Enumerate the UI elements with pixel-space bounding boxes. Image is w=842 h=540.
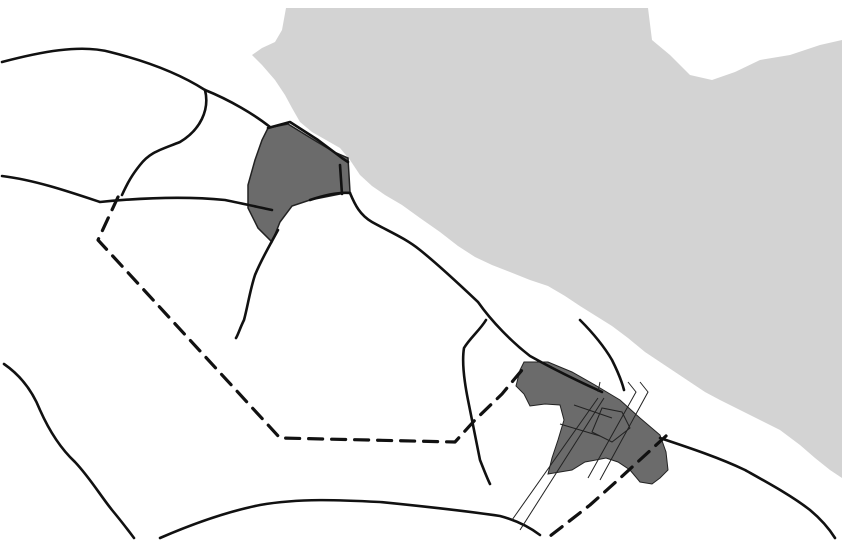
street-grid-line <box>597 381 601 393</box>
street-grid-line <box>591 407 631 443</box>
street-grid-line <box>519 397 605 531</box>
street-grid-line <box>573 404 613 419</box>
road-north-west <box>0 47 272 129</box>
road-south-branch <box>234 228 280 340</box>
street-grid-line <box>587 381 637 479</box>
road-urban-east-edge <box>338 163 344 196</box>
road-urban-south <box>308 191 352 202</box>
street-grid-line <box>599 381 649 481</box>
road-east <box>658 436 837 540</box>
boundary-southeast <box>543 434 668 540</box>
road-branch-north <box>120 88 208 197</box>
street-grid-line <box>511 397 599 521</box>
water-body <box>252 8 842 478</box>
road-west <box>0 174 274 212</box>
road-east-coast <box>578 318 626 392</box>
road-inner <box>461 318 492 486</box>
dashed-boundary <box>96 195 668 540</box>
street-grid-line <box>559 423 601 437</box>
road-southwest <box>2 362 136 540</box>
street-grid <box>511 381 649 531</box>
roads <box>0 47 837 540</box>
road-south <box>158 498 542 540</box>
urban-area-southeast <box>515 361 669 485</box>
road-urban-north <box>266 120 350 164</box>
road-coastal <box>348 191 604 394</box>
boundary-main <box>96 195 524 444</box>
